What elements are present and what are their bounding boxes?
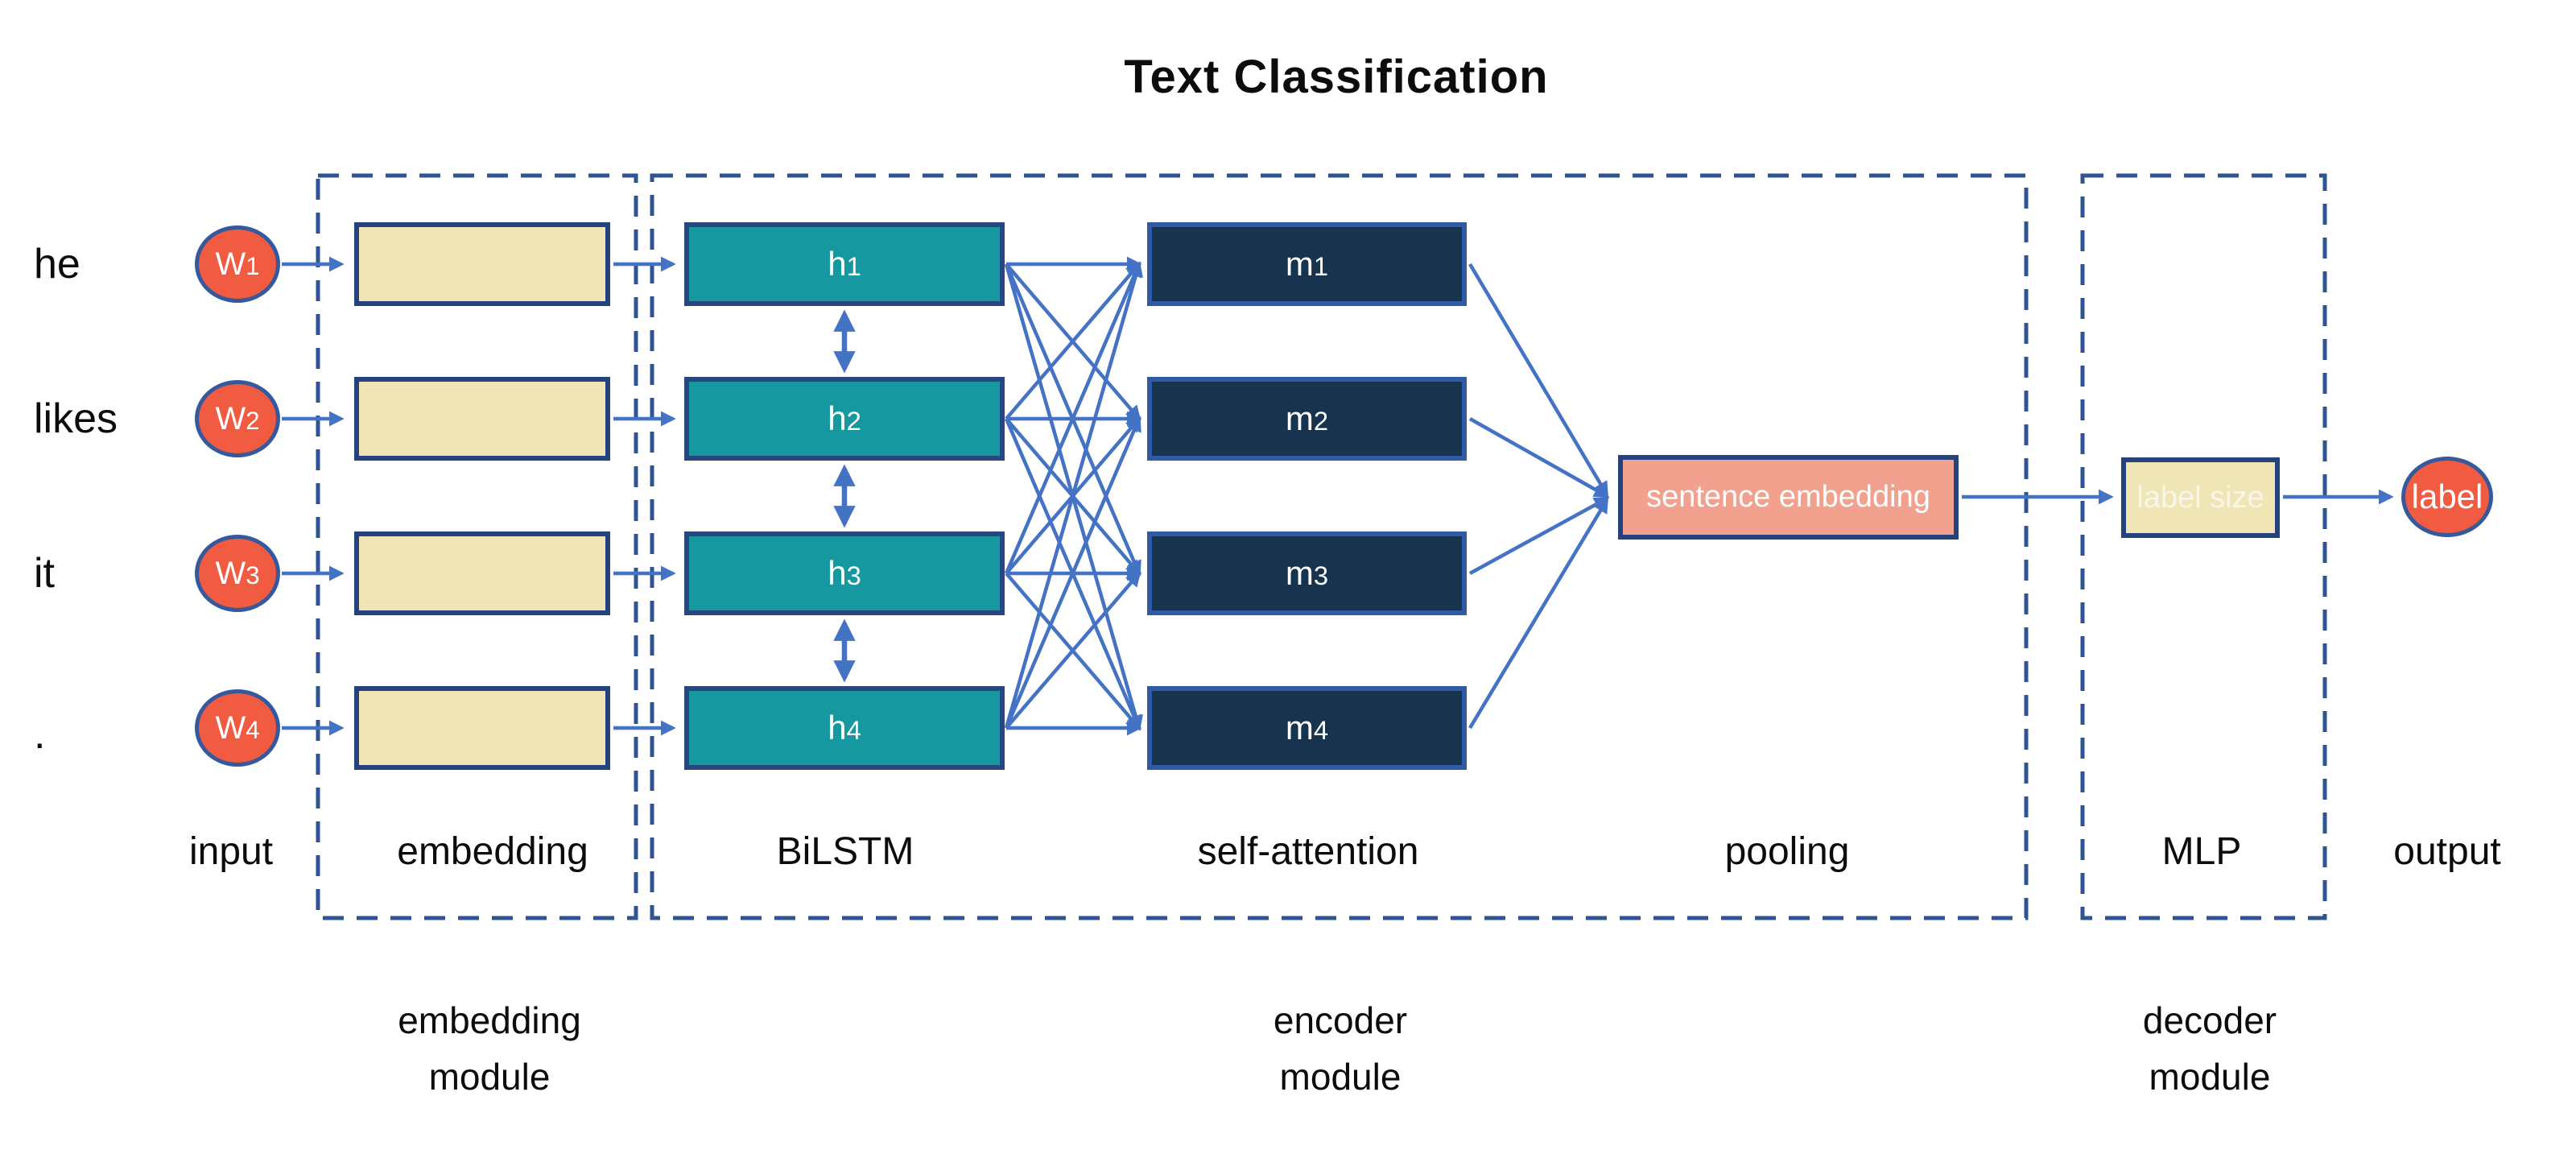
- input-to-embedding-arrows: [282, 256, 345, 736]
- bilstm-hidden-box: h3: [684, 531, 1005, 615]
- word-label: .: [34, 711, 46, 758]
- column-label-embedding: embedding: [397, 830, 588, 873]
- self-attention-lines: [1004, 256, 1143, 736]
- bilstm-hidden-box: h4: [684, 686, 1005, 770]
- embedding-to-bilstm-arrows: [613, 256, 676, 736]
- embedding-box: [354, 686, 610, 770]
- attention-box-label: m1: [1285, 245, 1329, 283]
- pooling-arrows: [1468, 263, 1610, 730]
- hidden-box-label: h3: [828, 554, 861, 592]
- output-label-node: label: [2401, 457, 2493, 537]
- attention-box: m3: [1147, 531, 1467, 615]
- embedding-box: [354, 222, 610, 306]
- input-word-node: W4: [195, 689, 280, 767]
- bilstm-hidden-box: h2: [684, 377, 1005, 461]
- hidden-box-label: h2: [828, 399, 861, 437]
- decoder-module-boundary: [2080, 173, 2327, 920]
- attention-box-label: m4: [1285, 709, 1329, 746]
- attention-box-label: m3: [1285, 554, 1329, 592]
- input-node-label: W1: [215, 246, 260, 282]
- column-label-output: output: [2393, 830, 2501, 873]
- input-word-node: W2: [195, 380, 280, 457]
- input-word-node: W1: [195, 225, 280, 303]
- module-label-decoder: decoder module: [2142, 999, 2277, 1098]
- word-label: he: [34, 241, 80, 287]
- column-label-bilstm: BiLSTM: [776, 830, 914, 873]
- attention-box: m1: [1147, 222, 1467, 306]
- word-label: it: [34, 550, 55, 597]
- diagram-title: Text Classification: [1124, 51, 1549, 103]
- column-label-input: input: [188, 830, 274, 873]
- attention-box-label: m2: [1285, 399, 1329, 437]
- word-label: likes: [34, 395, 118, 442]
- input-node-label: W3: [215, 555, 260, 591]
- column-label-self-attention: self-attention: [1197, 830, 1419, 873]
- column-label-mlp: MLP: [2161, 830, 2242, 873]
- embedding-box: [354, 531, 610, 615]
- column-label-pooling: pooling: [1724, 830, 1850, 873]
- bilstm-hidden-box: h1: [684, 222, 1005, 306]
- module-label-encoder: encoder module: [1273, 999, 1408, 1098]
- module-label-embedding: embedding module: [398, 999, 581, 1098]
- attention-box: m4: [1147, 686, 1467, 770]
- attention-box: m2: [1147, 377, 1467, 461]
- input-node-label: W2: [215, 400, 260, 436]
- hidden-box-label: h4: [828, 709, 861, 746]
- sentence-embedding-box: sentence embedding: [1618, 455, 1959, 540]
- hidden-box-label: h1: [828, 245, 861, 283]
- label-size-box: label size: [2121, 457, 2280, 538]
- input-word-node: W3: [195, 535, 280, 612]
- input-node-label: W4: [215, 709, 260, 746]
- embedding-box: [354, 377, 610, 461]
